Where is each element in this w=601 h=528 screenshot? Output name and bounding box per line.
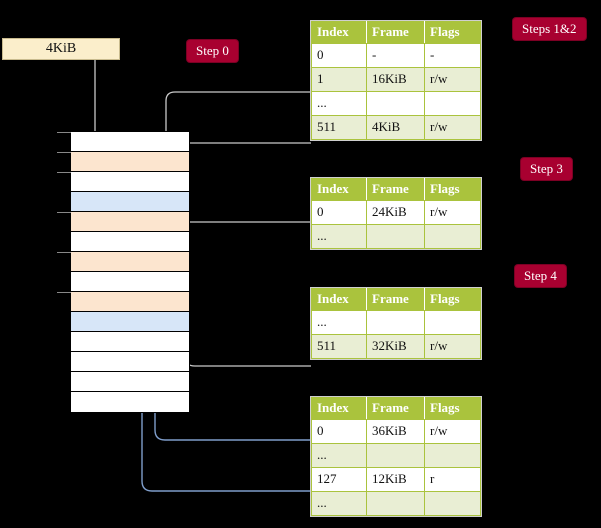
step-badge-steps12: Steps 1&2 [513,18,586,40]
step-badge-step3: Step 3 [521,158,572,180]
table-cell [424,91,481,116]
memory-frame-row [57,292,189,312]
column-header-index: Index [311,288,367,311]
table-cell: 0 [311,43,367,68]
memory-frame-row [71,192,189,212]
table-cell [366,224,425,249]
memory-frame-row [71,392,189,412]
table-cell [424,224,481,249]
table-cell [366,310,425,335]
table-row: ... [311,443,481,468]
memory-row-tick [57,292,71,293]
column-header-flags: Flags [424,21,481,44]
table-cell: r/w [424,334,481,359]
table-cell: 1 [311,67,367,92]
table-cell: 32KiB [366,334,425,359]
column-header-flags: Flags [424,178,481,201]
table-cell: 0 [311,200,367,225]
memory-frame-row [71,372,189,392]
table-cell: 0 [311,419,367,444]
wire-l4-4kib [166,142,311,166]
memory-frame-row [71,232,189,252]
table-cell [424,443,481,468]
column-header-index: Index [311,397,367,420]
table-cell: 127 [311,467,367,492]
table-cell: - [424,43,481,68]
memory-frame-row [71,312,189,332]
memory-frame-row [57,132,189,152]
table-cell: r [424,467,481,492]
table-cell: ... [311,491,367,516]
memory-row-tick [57,132,71,133]
wire-l2-32kib [181,318,311,367]
column-header-frame: Frame [366,397,425,420]
column-header-frame: Frame [366,288,425,311]
table-cell: 16KiB [366,67,425,92]
memory-row-tick [57,212,71,213]
table-cell: 511 [311,115,367,140]
table-cell: ... [311,310,367,335]
table-cell: 12KiB [366,467,425,492]
table-cell: 36KiB [366,419,425,444]
memory-row-tick [57,172,71,173]
table-row: ... [311,310,481,335]
table-cell: 511 [311,334,367,359]
table-cell: 4KiB [366,115,425,140]
table-row: ... [311,224,481,249]
memory-frame-row [57,172,189,192]
step-badge-step0: Step 0 [187,40,238,62]
table-cell: r/w [424,419,481,444]
table-cell: 24KiB [366,200,425,225]
table-cell: ... [311,443,367,468]
memory-frame-row [71,352,189,372]
table-cell [366,491,425,516]
table-cell [366,443,425,468]
step-badge-step4: Step 4 [515,265,566,287]
column-header-frame: Frame [366,178,425,201]
table-cell: r/w [424,67,481,92]
table-row: ... [311,491,481,516]
table-cell [424,491,481,516]
table-cell: ... [311,224,367,249]
table-cell: r/w [424,115,481,140]
column-header-index: Index [311,178,367,201]
memory-row-tick [57,152,71,153]
memory-frame-row [57,212,189,232]
column-header-flags: Flags [424,288,481,311]
table-cell: ... [311,91,367,116]
memory-row-tick [57,252,71,253]
memory-frame-row [71,332,189,352]
table-cell [366,91,425,116]
column-header-index: Index [311,21,367,44]
table-cell: r/w [424,200,481,225]
memory-frame-row [71,272,189,292]
table-row: 0-- [311,43,481,68]
column-header-frame: Frame [366,21,425,44]
wire-l3-24kib [174,221,311,270]
memory-frame-row [57,152,189,172]
physical-memory-column [57,131,190,413]
table-cell: - [366,43,425,68]
memory-frame-row [57,252,189,272]
column-header-flags: Flags [424,397,481,420]
table-row: ... [311,91,481,116]
page-box-4kib: 4KiB [2,38,120,60]
table-cell [424,310,481,335]
